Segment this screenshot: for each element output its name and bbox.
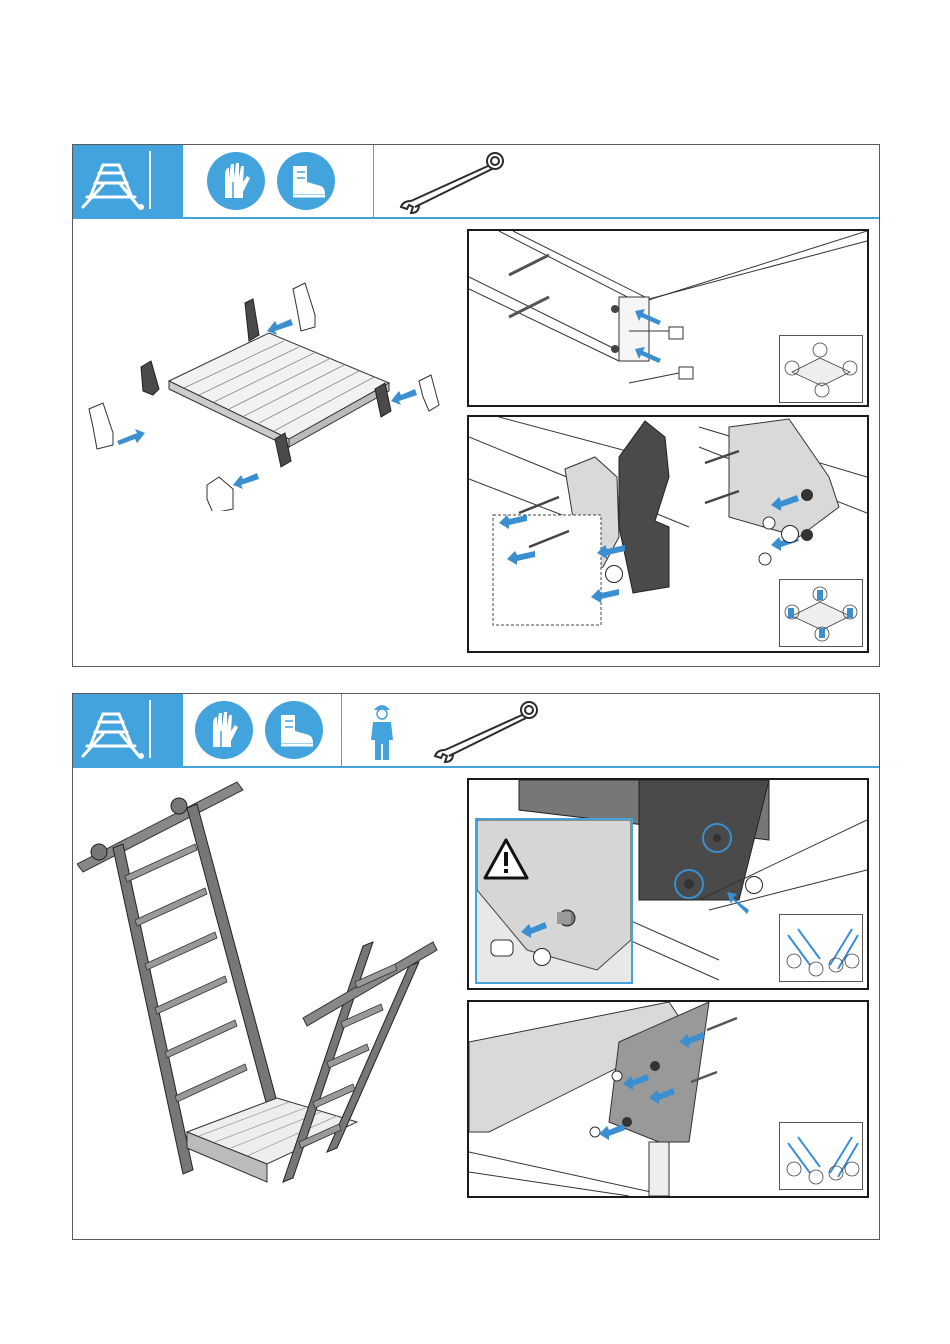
safety-boot-icon	[277, 152, 335, 210]
step-2-header	[73, 694, 879, 768]
assembly-step-2-panel	[72, 693, 880, 1240]
platform-assembly-illustration	[79, 271, 449, 511]
callout-marker	[605, 565, 623, 583]
wrench-icon	[395, 151, 515, 215]
overview-thumbnail	[779, 1122, 863, 1190]
bracket-attachment-detail	[467, 415, 869, 653]
callout-marker	[745, 876, 763, 894]
warning-callout	[475, 818, 633, 984]
wrench-icon	[429, 700, 549, 764]
ladder-assembly-icon	[73, 694, 183, 766]
safety-boot-icon	[265, 701, 323, 759]
callout-marker	[781, 525, 799, 543]
ladder-assembly-icon	[73, 145, 183, 217]
ladder-bolting-detail	[467, 1000, 869, 1198]
overview-thumbnail	[779, 335, 863, 403]
header-divider	[373, 145, 374, 217]
callout-marker	[533, 948, 551, 966]
overview-thumbnail	[779, 579, 863, 647]
step-1-header	[73, 145, 879, 219]
warning-triangle-icon	[483, 838, 529, 880]
gloves-icon	[195, 701, 253, 759]
gloves-icon	[207, 152, 265, 210]
header-divider	[341, 694, 342, 766]
ladder-hook-pin-detail	[467, 778, 869, 990]
ladder-assembly-illustration	[77, 772, 439, 1202]
assembly-step-1-panel	[72, 144, 880, 667]
platform-bracket-bolting-detail	[467, 229, 869, 407]
worker-icon	[367, 700, 397, 762]
overview-thumbnail	[779, 914, 863, 982]
